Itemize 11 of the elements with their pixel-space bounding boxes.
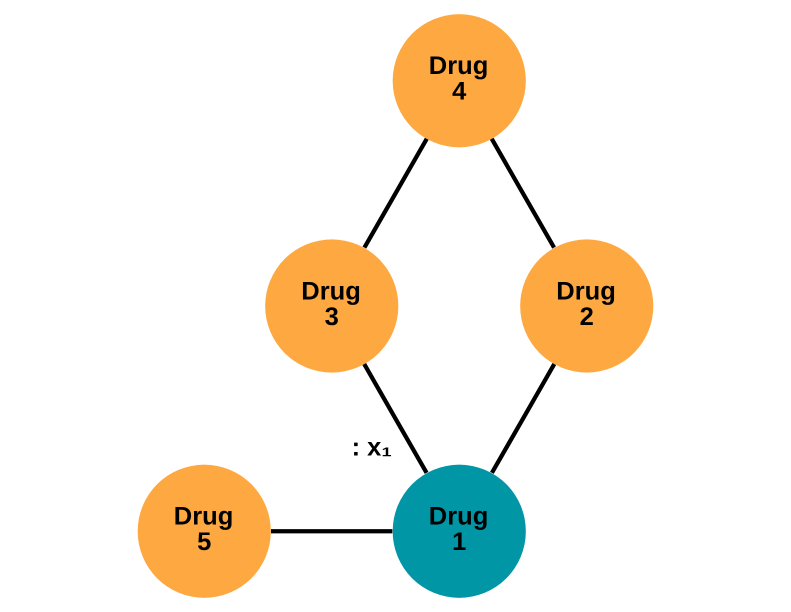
node-circle: Drug 3 <box>265 239 398 373</box>
connector <box>271 529 392 534</box>
node-circle: Drug 2 <box>520 239 654 373</box>
connector <box>362 363 428 474</box>
node-circle: Drug 1 <box>392 464 526 598</box>
connector <box>490 138 556 249</box>
connector <box>362 138 429 249</box>
node-circle: Drug 4 <box>392 14 526 148</box>
connector <box>490 363 556 474</box>
node-label: : x₁ <box>352 433 392 462</box>
node-circle: Drug 5 <box>138 464 271 598</box>
